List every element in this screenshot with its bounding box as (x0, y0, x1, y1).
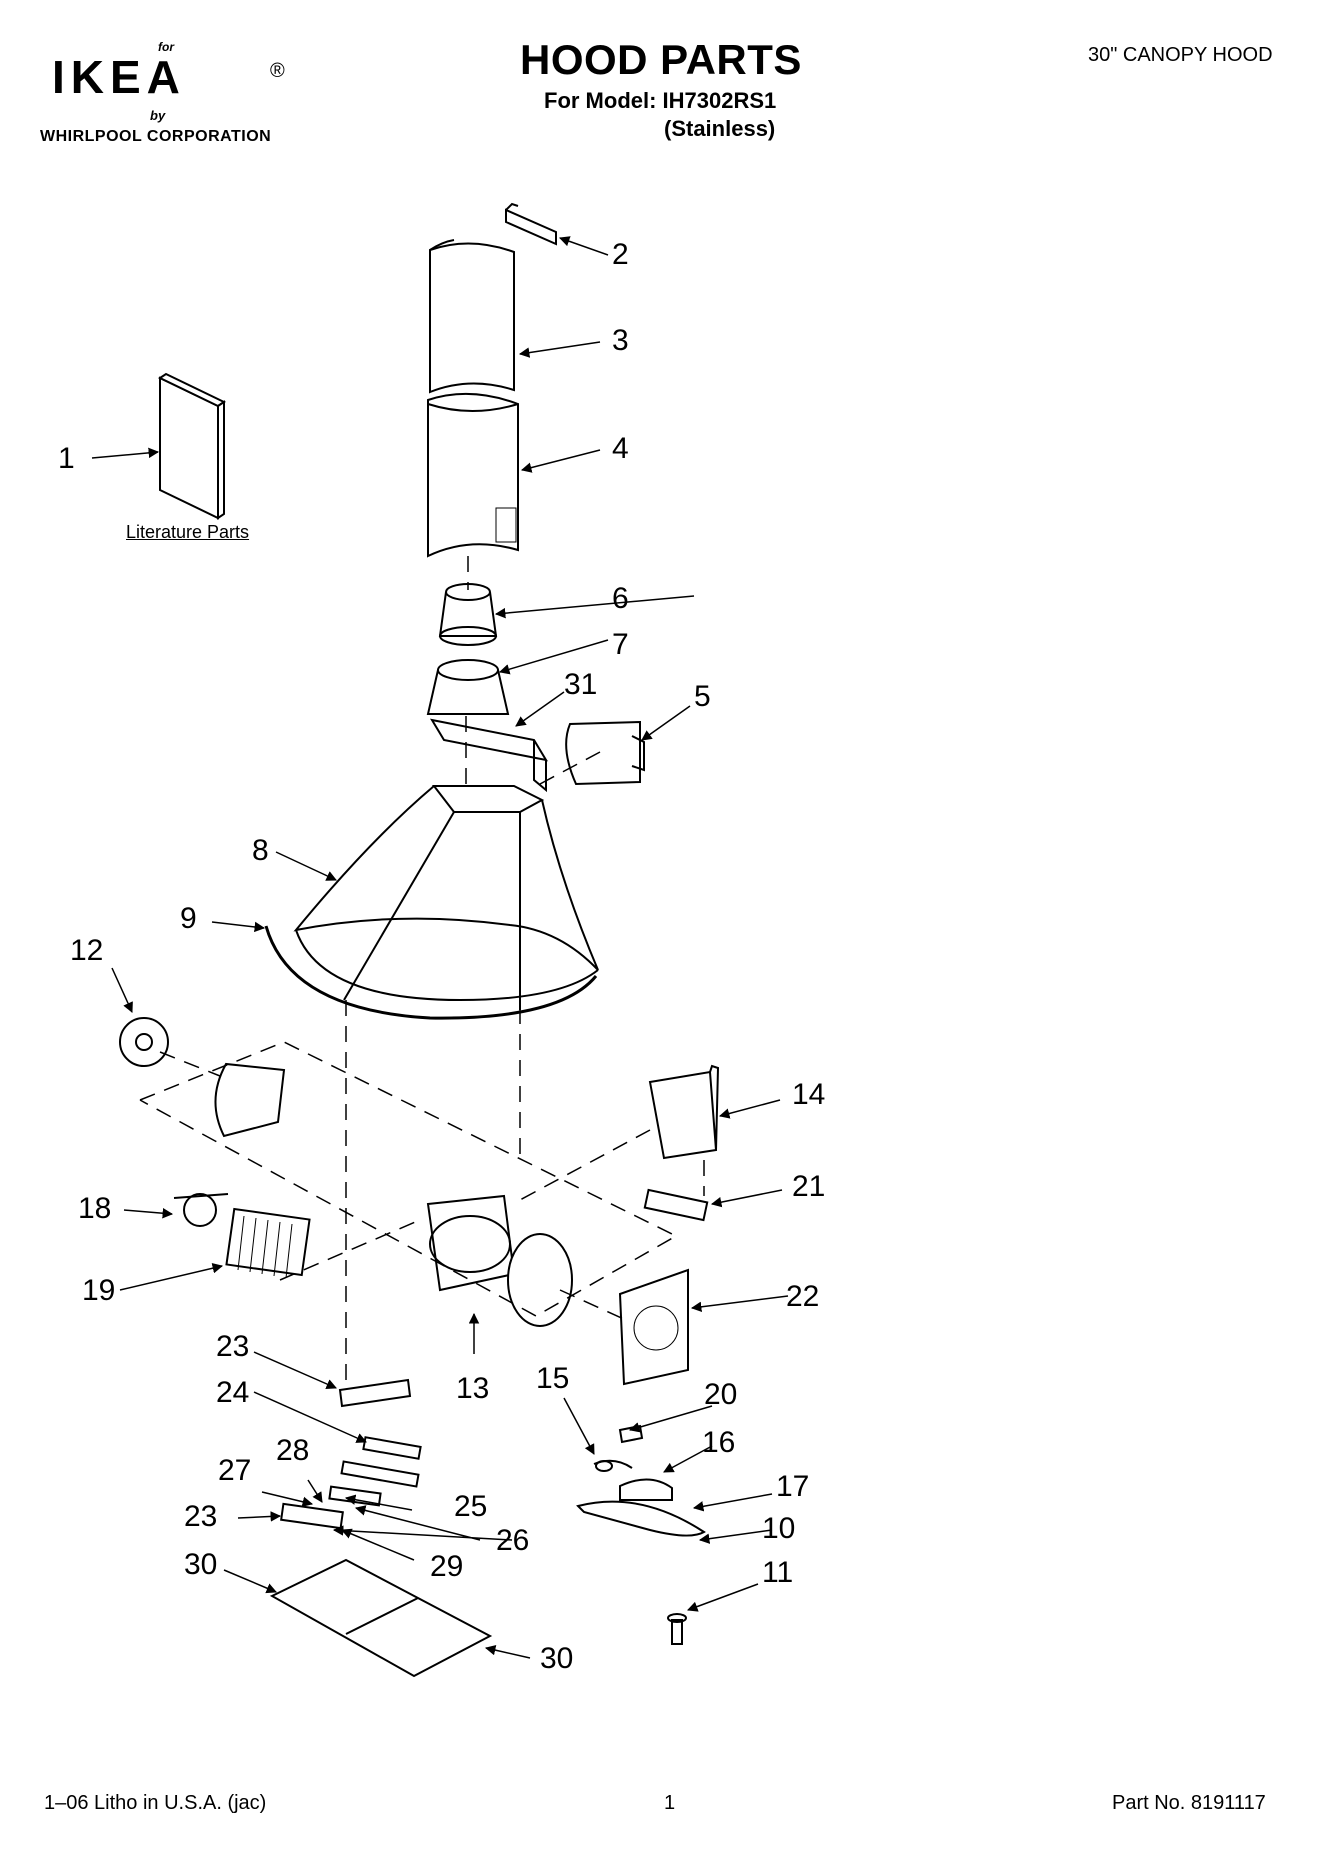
variant-label: (Stainless) (664, 116, 776, 141)
footer-page-number: 1 (664, 1792, 676, 1814)
callout-14: 14 (792, 1078, 826, 1111)
canopy-trim (264, 925, 598, 1020)
transition-duct (426, 659, 510, 715)
model-line: For Model: IH7302RS1 (544, 88, 777, 113)
switch-plate (643, 1188, 709, 1222)
callout-10: 10 (762, 1512, 796, 1545)
blower-wheel (225, 1207, 311, 1279)
mounting-bracket (429, 718, 549, 793)
footer-litho: 1–06 Litho in U.S.A. (jac) (44, 1792, 267, 1814)
duct-connector (565, 720, 645, 786)
callout-23-lower: 23 (184, 1500, 218, 1533)
callout-20: 20 (704, 1378, 738, 1411)
callout-30-upper: 30 (184, 1548, 218, 1581)
lamp-socket-bar (340, 1460, 420, 1488)
lamp-bracket-lower (280, 1502, 344, 1530)
callout-12: 12 (70, 934, 104, 967)
page-title: HOOD PARTS (520, 36, 802, 83)
callout-5: 5 (694, 680, 711, 713)
callout-15: 15 (536, 1362, 570, 1395)
callout-31: 31 (564, 668, 598, 701)
callout-4: 4 (612, 432, 629, 465)
literature-parts-label: Literature Parts (126, 522, 250, 542)
callout-19: 19 (82, 1274, 116, 1307)
callout-28: 28 (276, 1434, 310, 1467)
callout-3: 3 (612, 324, 629, 357)
callout-27: 27 (218, 1454, 252, 1487)
light-lens-cover (576, 1500, 706, 1537)
guide-22 (559, 1289, 627, 1321)
logo-for-text: for (158, 40, 174, 54)
damper (438, 583, 498, 646)
ikea-logo: IKEA (52, 51, 186, 103)
motor-mount-plate (119, 1017, 169, 1067)
callout-8: 8 (252, 834, 269, 867)
blower-plate (507, 1233, 573, 1327)
footer-part-number: Part No. 8191117 (1112, 1792, 1266, 1814)
literature-parts-book (157, 372, 227, 520)
callout-26: 26 (496, 1524, 530, 1557)
product-type: 30" CANOPY HOOD (1088, 44, 1273, 66)
callout-16: 16 (702, 1426, 736, 1459)
guide-12 (159, 1051, 221, 1077)
blower-motor (173, 1193, 229, 1227)
callout-9: 9 (180, 902, 197, 935)
blower-cover (618, 1268, 689, 1386)
canopy-hood (293, 785, 599, 1010)
logo-by-text: by (150, 108, 166, 123)
callout-17: 17 (776, 1470, 810, 1503)
callout-13: 13 (456, 1372, 490, 1405)
blower-housing-center (426, 1194, 516, 1292)
callout-18: 18 (78, 1192, 112, 1225)
control-bracket (648, 1064, 720, 1160)
mounting-screw (667, 1613, 687, 1645)
callout-7: 7 (612, 628, 629, 661)
grease-filters (269, 1558, 493, 1678)
duct-cover-bracket (505, 202, 557, 246)
callout-29: 29 (430, 1550, 464, 1583)
callout-24: 24 (216, 1376, 250, 1409)
whirlpool-corporation-text: WHIRLPOOL CORPORATION (40, 128, 272, 145)
guide-5 (539, 751, 601, 785)
callout-21: 21 (792, 1170, 826, 1203)
callout-23-upper: 23 (216, 1330, 250, 1363)
callout-11: 11 (762, 1556, 794, 1589)
callout-25: 25 (454, 1490, 488, 1523)
callout-1: 1 (58, 442, 75, 475)
registered-mark: ® (270, 60, 285, 82)
light-socket (618, 1424, 644, 1444)
light-bulb-assembly (593, 1459, 673, 1501)
callout-2: 2 (612, 238, 629, 271)
upper-duct-cover (429, 239, 515, 394)
callout-6: 6 (612, 582, 629, 615)
callout-30-lower: 30 (540, 1642, 574, 1675)
guide-14 (519, 1129, 651, 1201)
blower-housing-left (214, 1062, 286, 1138)
lamp-lens (362, 1436, 422, 1460)
lamp-bracket-upper (338, 1378, 412, 1408)
callout-22: 22 (786, 1280, 820, 1313)
lower-duct-cover (427, 392, 519, 558)
